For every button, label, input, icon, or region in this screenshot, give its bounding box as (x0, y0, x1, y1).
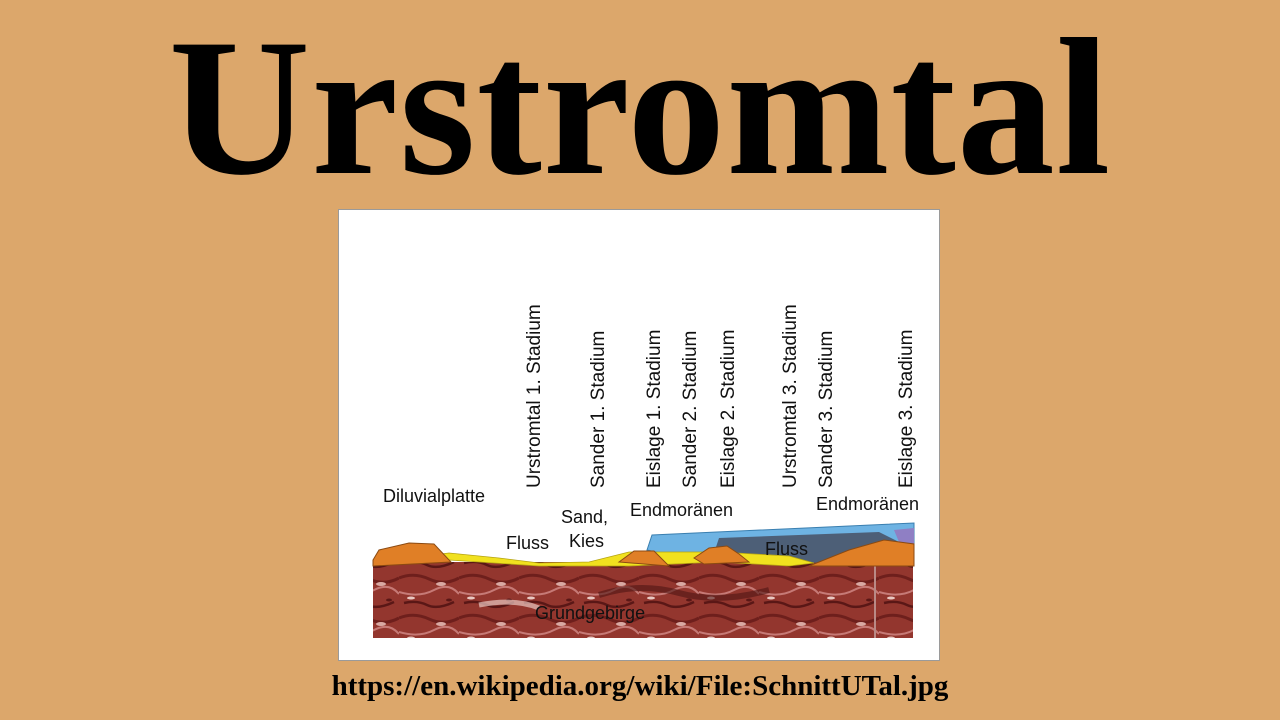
diluvial-moraine (372, 542, 453, 567)
ice-top-layer (894, 528, 914, 544)
label-sander-1: Sander 1. Stadium (588, 331, 609, 488)
bedrock-dark-streak (598, 585, 770, 601)
label-eislage-2: Eislage 2. Stadium (718, 330, 739, 488)
label-diluvialplatte: Diluvialplatte (383, 486, 485, 506)
label-sander-2: Sander 2. Stadium (680, 331, 701, 488)
label-kies: Kies (569, 531, 604, 551)
label-endmoraenen-1: Endmoränen (630, 500, 733, 520)
end-moraine-3 (808, 539, 915, 567)
bedrock-light-streak (478, 599, 540, 611)
page-title: Urstromtal (168, 0, 1112, 216)
label-endmoraenen-2: Endmoränen (816, 494, 919, 514)
label-fluss-left: Fluss (506, 533, 549, 553)
end-moraine-2 (693, 545, 751, 565)
label-grundgebirge: Grundgebirge (535, 603, 645, 623)
bedrock-layer (373, 562, 913, 638)
label-sander-3: Sander 3. Stadium (816, 331, 837, 488)
label-eislage-1: Eislage 1. Stadium (644, 330, 665, 488)
label-urstromtal-3: Urstromtal 3. Stadium (780, 304, 801, 488)
label-urstromtal-1: Urstromtal 1. Stadium (524, 304, 545, 488)
source-url: https://en.wikipedia.org/wiki/File:Schni… (331, 670, 949, 702)
label-eislage-3: Eislage 3. Stadium (896, 330, 917, 488)
end-moraine-1 (617, 550, 671, 567)
label-fluss-right: Fluss (765, 539, 808, 559)
label-sand: Sand, (561, 507, 608, 527)
cross-section-diagram: Urstromtal 1. Stadium Sander 1. Stadium … (338, 209, 940, 661)
